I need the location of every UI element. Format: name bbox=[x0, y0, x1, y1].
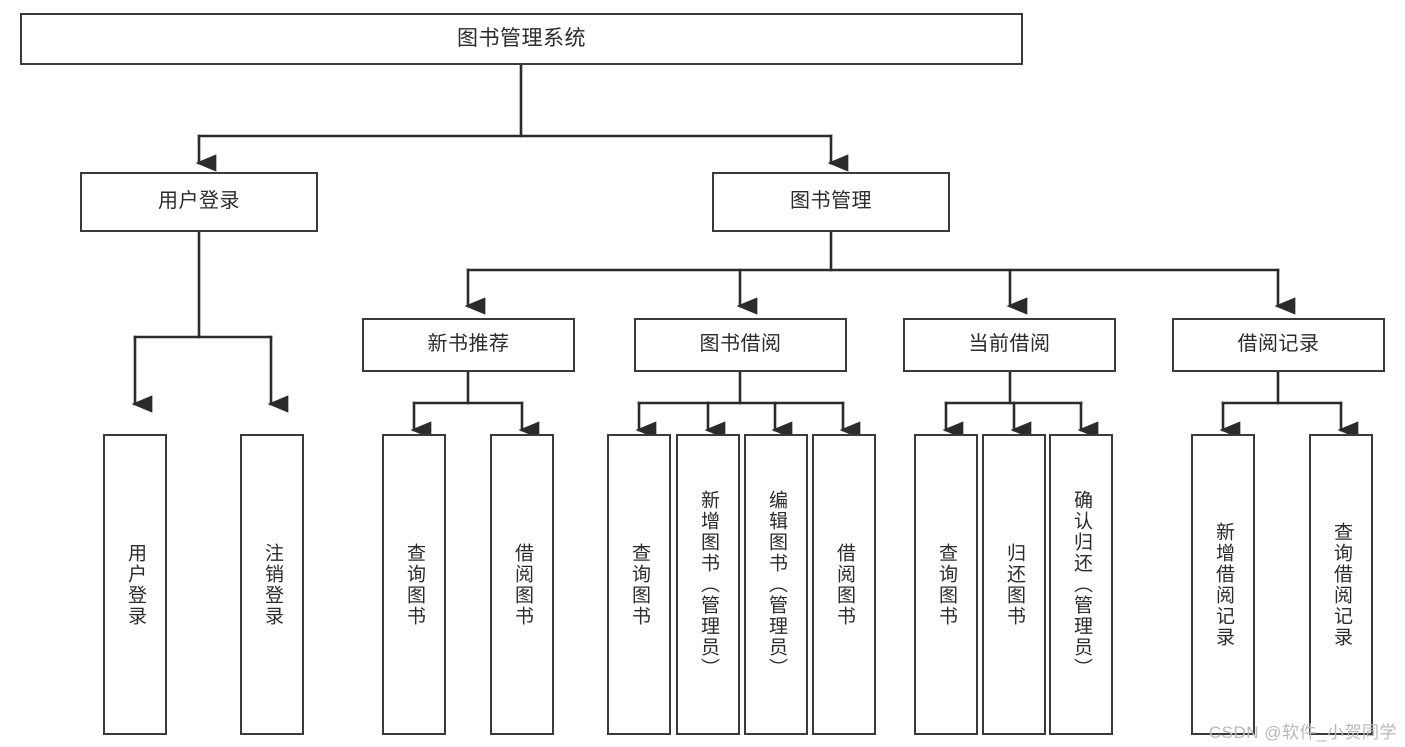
leaf-label: 查询图书 bbox=[628, 542, 650, 627]
leaf-user-login-logout[interactable]: 注销登录 bbox=[240, 434, 304, 735]
node-user-login[interactable]: 用户登录 bbox=[80, 172, 318, 232]
leaf-borrow-record-query-record[interactable]: 查询借阅记录 bbox=[1309, 434, 1373, 735]
node-root-book-management-system[interactable]: 图书管理系统 bbox=[20, 13, 1023, 65]
leaf-label: 查询借阅记录 bbox=[1330, 521, 1352, 648]
leaf-book-borrow-query-book[interactable]: 查询图书 bbox=[607, 434, 671, 735]
node-book-management-label: 图书管理 bbox=[790, 190, 872, 213]
leaf-book-borrow-add-book-admin[interactable]: 新增图书（管理员） bbox=[676, 434, 740, 735]
leaf-label: 新增借阅记录 bbox=[1212, 521, 1234, 648]
leaf-current-borrow-confirm-return-admin[interactable]: 确认归还（管理员） bbox=[1049, 434, 1113, 735]
leaf-book-borrow-borrow-book[interactable]: 借阅图书 bbox=[812, 434, 876, 735]
leaf-user-login-login[interactable]: 用户登录 bbox=[103, 434, 167, 735]
leaf-borrow-record-add-record[interactable]: 新增借阅记录 bbox=[1191, 434, 1255, 735]
node-new-book-recommend-label: 新书推荐 bbox=[427, 333, 510, 356]
leaf-label: 新增图书（管理员） bbox=[697, 490, 719, 679]
leaf-new-book-borrow-book[interactable]: 借阅图书 bbox=[490, 434, 554, 735]
leaf-label: 借阅图书 bbox=[511, 542, 533, 627]
node-book-borrow[interactable]: 图书借阅 bbox=[634, 318, 847, 372]
leaf-label: 注销登录 bbox=[261, 542, 283, 627]
leaf-label: 确认归还（管理员） bbox=[1070, 490, 1092, 679]
leaf-label: 编辑图书（管理员） bbox=[765, 490, 787, 679]
node-user-login-label: 用户登录 bbox=[158, 190, 240, 213]
node-borrow-record-label: 借阅记录 bbox=[1237, 333, 1320, 356]
node-new-book-recommend[interactable]: 新书推荐 bbox=[362, 318, 575, 372]
node-book-borrow-label: 图书借阅 bbox=[699, 333, 782, 356]
node-book-management[interactable]: 图书管理 bbox=[712, 172, 950, 232]
leaf-label: 借阅图书 bbox=[833, 542, 855, 627]
leaf-current-borrow-return-book[interactable]: 归还图书 bbox=[982, 434, 1046, 735]
node-current-borrow[interactable]: 当前借阅 bbox=[903, 318, 1116, 372]
leaf-label: 查询图书 bbox=[935, 542, 957, 627]
node-borrow-record[interactable]: 借阅记录 bbox=[1172, 318, 1385, 372]
leaf-current-borrow-query-book[interactable]: 查询图书 bbox=[914, 434, 978, 735]
leaf-book-borrow-edit-book-admin[interactable]: 编辑图书（管理员） bbox=[744, 434, 808, 735]
leaf-label: 查询图书 bbox=[403, 542, 425, 627]
node-root-label: 图书管理系统 bbox=[457, 26, 586, 50]
watermark-text: CSDN @软件_小贺同学 bbox=[1208, 723, 1397, 742]
leaf-label: 用户登录 bbox=[124, 542, 146, 627]
leaf-label: 归还图书 bbox=[1003, 542, 1025, 627]
leaf-new-book-query-book[interactable]: 查询图书 bbox=[382, 434, 446, 735]
node-current-borrow-label: 当前借阅 bbox=[968, 333, 1051, 356]
